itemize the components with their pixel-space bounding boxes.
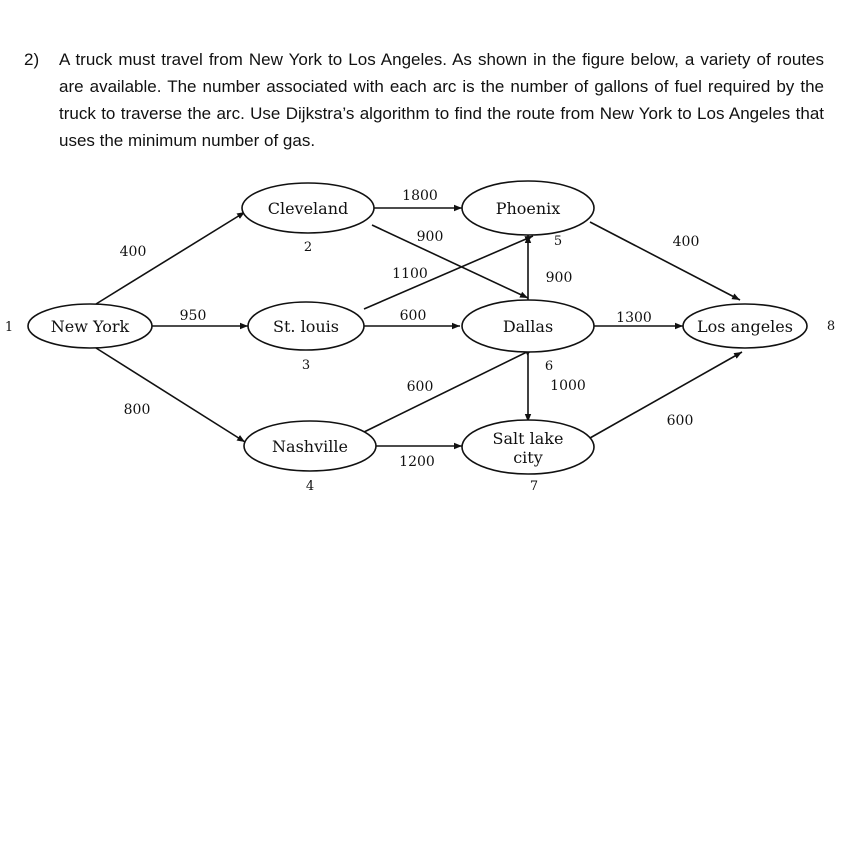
index-cleveland: 2 bbox=[304, 240, 312, 255]
weight-nashville-dallas: 600 bbox=[407, 379, 434, 395]
index-los-angeles: 8 bbox=[827, 319, 835, 334]
label-cleveland: Cleveland bbox=[268, 199, 349, 218]
label-los-angeles: Los angeles bbox=[697, 317, 793, 336]
edge-saltlake-la bbox=[589, 351, 743, 439]
node-st-louis bbox=[247, 301, 365, 351]
node-new-york bbox=[27, 303, 153, 349]
weight-saltlake-la: 600 bbox=[667, 413, 694, 429]
problem-statement: 2) A truck must travel from New York to … bbox=[24, 46, 824, 154]
label-salt-lake-line1: Salt lake bbox=[493, 429, 564, 448]
node-dallas bbox=[461, 299, 595, 353]
index-new-york: 1 bbox=[5, 320, 13, 335]
weight-ny-stlouis: 950 bbox=[180, 308, 207, 324]
label-phoenix: Phoenix bbox=[496, 199, 561, 218]
edge-cleveland-dallas bbox=[371, 224, 529, 299]
node-phoenix bbox=[461, 180, 595, 236]
index-nashville: 4 bbox=[306, 479, 314, 494]
problem-text: A truck must travel from New York to Los… bbox=[59, 50, 824, 150]
node-nashville bbox=[243, 420, 377, 472]
label-dallas: Dallas bbox=[503, 317, 553, 336]
edge-stlouis-phoenix bbox=[363, 235, 534, 310]
index-salt-lake-city: 7 bbox=[530, 479, 538, 494]
edge-ny-cleveland bbox=[95, 211, 246, 305]
weight-nashville-saltlake: 1200 bbox=[399, 454, 435, 470]
label-st-louis: St. louis bbox=[273, 317, 339, 336]
index-dallas: 6 bbox=[545, 359, 553, 374]
weight-cleveland-dallas: 900 bbox=[417, 229, 444, 245]
edge-phoenix-la bbox=[589, 221, 741, 301]
weight-ny-nashville: 800 bbox=[124, 402, 151, 418]
node-cleveland bbox=[241, 182, 375, 234]
label-nashville: Nashville bbox=[272, 437, 348, 456]
index-phoenix: 5 bbox=[554, 234, 562, 249]
weight-dallas-phoenix: 900 bbox=[546, 270, 573, 286]
label-salt-lake-line2: city bbox=[513, 448, 543, 467]
weight-cleveland-phoenix: 1800 bbox=[402, 188, 438, 204]
node-salt-lake-city bbox=[461, 419, 595, 475]
weight-phoenix-la: 400 bbox=[673, 234, 700, 250]
node-los-angeles bbox=[682, 303, 808, 349]
weight-dallas-saltlake: 1000 bbox=[550, 378, 586, 394]
edge-ny-nashville bbox=[95, 347, 246, 443]
edge-nashville-dallas bbox=[361, 348, 534, 434]
label-new-york: New York bbox=[51, 317, 130, 336]
weight-stlouis-phoenix: 1100 bbox=[392, 266, 428, 282]
weight-stlouis-dallas: 600 bbox=[400, 308, 427, 324]
index-st-louis: 3 bbox=[302, 358, 310, 373]
weight-dallas-la: 1300 bbox=[616, 310, 652, 326]
weight-ny-cleveland: 400 bbox=[120, 244, 147, 260]
problem-number: 2) bbox=[24, 50, 40, 69]
